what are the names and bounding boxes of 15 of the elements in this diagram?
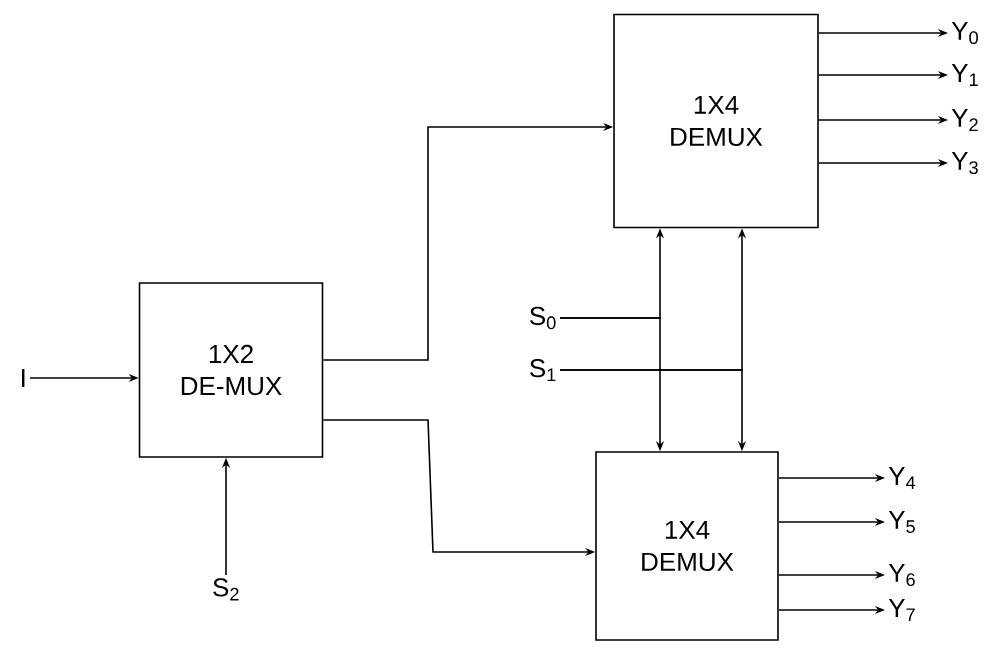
signal-label: Y$_{4}$ (888, 467, 916, 489)
signal-label: Y$_{2}$ (951, 109, 978, 131)
demux-box: 1X2 DE-MUX (138, 282, 324, 458)
signal-label: Y$_{7}$ (888, 599, 915, 621)
signal-label: I (22, 369, 25, 387)
signal-label: Y$_{6}$ (888, 563, 915, 587)
signal-label: Y$_{3}$ (951, 151, 978, 175)
signal-label: Y$_{1}$ (951, 64, 978, 86)
signal-label: S$_{2}$ (213, 578, 239, 601)
demux-box: 1X4 DEMUX (595, 451, 779, 641)
signal-label: S$_{0}$ (530, 306, 556, 330)
demux-box: 1X4 DEMUX (613, 13, 819, 229)
signal-label: Y$_{5}$ (888, 511, 915, 533)
signal-label: S$_{1}$ (530, 358, 556, 382)
signal-label: Y$_{0}$ (951, 21, 978, 45)
